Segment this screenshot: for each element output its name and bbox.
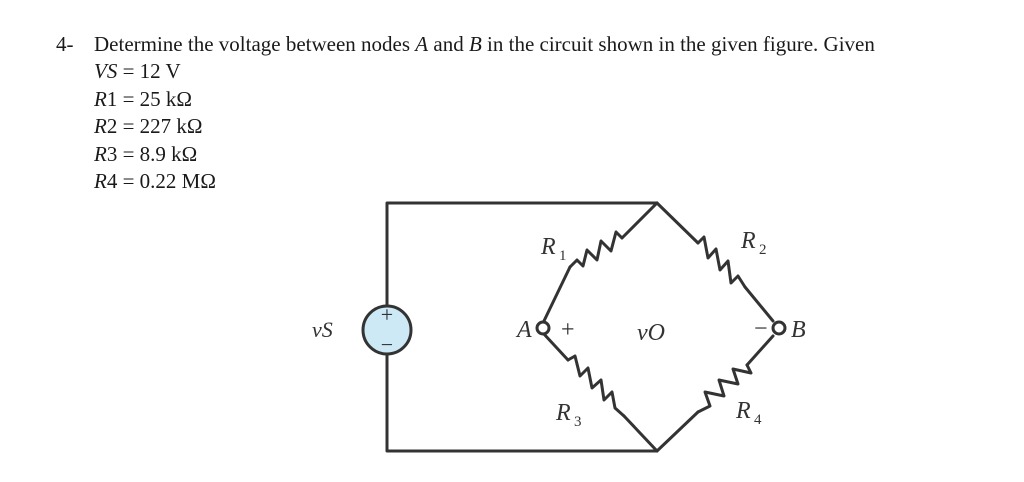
given-r4: R4 = 0.22 MΩ bbox=[94, 169, 216, 193]
node-b-ref: B bbox=[468, 32, 482, 56]
r2-resistor-zigzag bbox=[696, 235, 747, 289]
source-minus: − bbox=[381, 332, 393, 357]
r3-label: R bbox=[555, 400, 571, 426]
vo-minus: − bbox=[754, 316, 768, 342]
wires bbox=[385, 201, 775, 453]
r1-subscript: 1 bbox=[559, 248, 567, 264]
given-r3: R3 = 8.9 kΩ bbox=[94, 141, 198, 166]
voltage-source-icon bbox=[361, 304, 413, 356]
given-vs: VS = 12 V bbox=[94, 59, 181, 83]
vo-plus: + bbox=[561, 317, 575, 343]
given-values: VS = 12 V R1 = 25 kΩ R2 = 227 kΩ R3 = 8.… bbox=[94, 58, 216, 196]
problem-text: Determine the voltage between nodes A an… bbox=[94, 32, 875, 56]
node-a-ref: A bbox=[415, 32, 429, 56]
node-b-label: B bbox=[791, 317, 806, 343]
r2-subscript: 2 bbox=[759, 242, 767, 258]
node-a-terminal-icon bbox=[535, 320, 551, 336]
source-label: vS bbox=[312, 317, 333, 342]
r4-resistor-zigzag bbox=[696, 363, 753, 414]
r1-resistor-zigzag bbox=[568, 230, 624, 269]
r4-label: R bbox=[735, 398, 751, 424]
r3-resistor-zigzag bbox=[566, 354, 626, 418]
top-wire bbox=[385, 201, 659, 307]
node-b-terminal-icon bbox=[771, 320, 787, 336]
vo-label: vO bbox=[637, 320, 665, 346]
r4-subscript: 4 bbox=[754, 412, 762, 428]
bottom-wire bbox=[385, 353, 659, 453]
given-r1: R1 = 25 kΩ bbox=[94, 86, 193, 111]
r1-label: R bbox=[540, 234, 556, 260]
source-plus: + bbox=[381, 302, 393, 327]
problem-number: 4- bbox=[56, 32, 74, 56]
given-r2: R2 = 227 kΩ bbox=[94, 114, 203, 138]
node-a-label: A bbox=[515, 317, 532, 343]
r2-label: R bbox=[740, 228, 756, 254]
r3-subscript: 3 bbox=[574, 414, 582, 430]
